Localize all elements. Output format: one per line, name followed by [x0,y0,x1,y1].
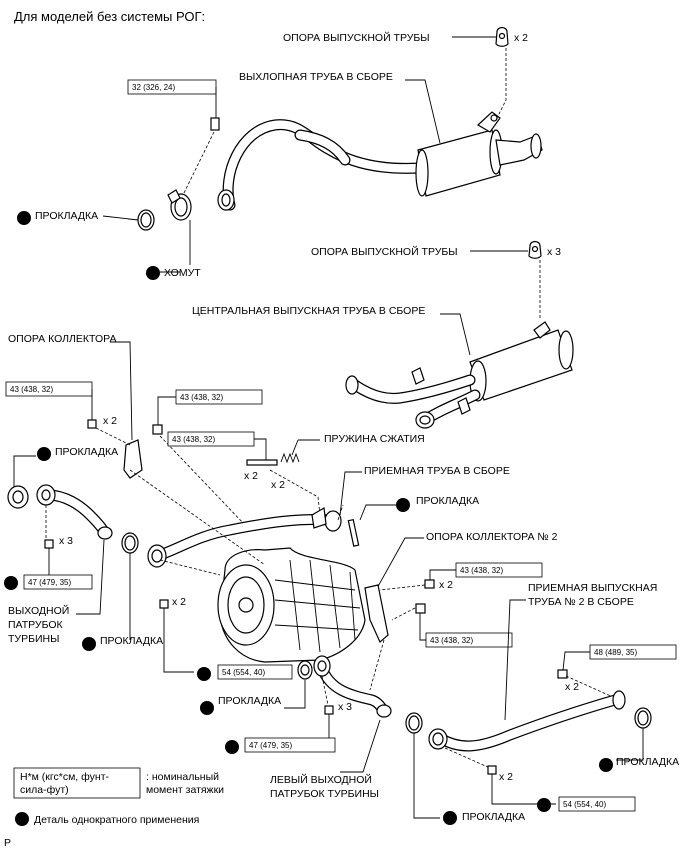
label-left-turbo-1: ЛЕВЫЙ ВЫХОДНОЙ [270,773,372,786]
single-use-dot-gasket-right-mid [396,498,410,512]
manifold-support-2-bracket [364,584,389,643]
qty-x2-b: x 2 [244,470,258,482]
qty-x2-d: x 2 [439,579,453,591]
label-gasket-bottom: ПРОКЛАДКА [462,811,525,823]
gasket-right-mid [347,518,360,547]
label-exhaust-support-top: ОПОРА ВЫПУСКНОЙ ТРУБЫ [283,31,430,44]
turbine-outlet-pipe [7,484,113,540]
legend-torque-desc-1: : номинальный [146,771,219,783]
label-front-pipe-2-line1: ПРИЕМНАЯ ВЫПУСКНАЯ [528,582,657,594]
left-turbine-outlet-pipe [297,655,392,718]
torque-value-2: 43 (438, 32) [10,385,53,394]
single-use-dot-torque-54-center [197,667,211,681]
label-turbo-outlet-1: ВЫХОДНОЙ [8,604,69,617]
manifold-support-2-bolt [424,579,435,589]
front-exhaust-pipe-2 [428,690,626,752]
label-gasket-lower-mid: ПРОКЛАДКА [218,695,281,707]
qty-x3-mid: x 3 [547,246,561,258]
label-manifold-support: ОПОРА КОЛЛЕКТОРА [8,333,116,345]
torque-value-7: 43 (438, 32) [430,636,473,645]
header-title: Для моделей без системы РОГ: [14,9,205,24]
single-use-dot-gasket-far-right [599,758,613,772]
label-compression-spring: ПРУЖИНА СЖАТИЯ [324,433,425,445]
label-clamp: ХОМУТ [164,267,201,279]
label-exhaust-support-mid: ОПОРА ВЫПУСКНОЙ ТРУБЫ [311,245,458,258]
torque-value-6: 43 (438, 32) [460,566,503,575]
label-turbo-outlet-3: ТУРБИНЫ [8,633,59,645]
manifold-support-bracket [123,439,143,479]
qty-x2-f: x 2 [172,596,186,608]
exhaust-pipe-support-top [495,26,509,47]
qty-x2-h: x 2 [499,771,513,783]
clamp-bolt [210,117,220,131]
torque-value-4: 43 (438, 32) [172,435,215,444]
gasket-bottom [405,712,423,734]
torque-value-8: 54 (554, 40) [222,668,265,677]
label-gasket-left: ПРОКЛАДКА [55,446,118,458]
exhaust-pipe-assembly [217,111,543,211]
label-gasket-upper-left: ПРОКЛАДКА [35,210,98,222]
single-use-dot-gasket-left [37,447,51,461]
manifold-support-bolt [87,419,97,429]
gasket-far-right [634,707,652,729]
front-pipe-2-bolt [557,669,568,679]
qty-x2-a: x 2 [103,415,117,427]
legend-single-use-text: Деталь однократного применения [34,814,199,826]
front-pipe-2-nut [487,765,497,775]
qty-x2-c: x 2 [271,479,285,491]
single-use-dot-torque-54-right [537,798,551,812]
qty-x3-c: x 3 [338,701,352,713]
center-exhaust-pipe-assembly [345,321,574,429]
center-bolt [159,599,169,609]
single-use-dot-gasket-lower-mid [200,701,214,715]
label-gasket-far-right: ПРОКЛАДКА [616,756,679,768]
single-use-dot-gasket-bottom [443,811,457,825]
legend-torque-unit-2: сила-фут) [20,784,69,796]
manifold-support-2-stud [415,603,426,614]
qty-x3-b: x 3 [59,535,73,547]
label-gasket-center: ПРОКЛАДКА [100,635,163,647]
label-left-turbo-2: ПАТРУБОК ТУРБИНЫ [270,788,379,800]
single-use-dot-gasket-upper-left [17,211,31,225]
legend-single-use-dot [15,812,29,826]
compression-spring [280,452,300,464]
label-gasket-right-mid: ПРОКЛАДКА [416,495,479,507]
legend: Н*м (кгс*см, фунт- сила-фут) : номинальн… [13,767,224,826]
torque-value-11: 54 (554, 40) [563,800,606,809]
label-front-pipe-2-line2: ТРУБА № 2 В СБОРЕ [528,596,634,608]
torque-value-9: 48 (489, 35) [594,648,637,657]
label-turbo-outlet-2: ПАТРУБОК [8,619,64,631]
turbo-outlet-nut [44,539,54,549]
support-bolt-top [152,424,163,435]
gasket-center [121,532,139,554]
label-manifold-support-2: ОПОРА КОЛЛЕКТОРА № 2 [426,531,558,543]
transmission-housing [217,547,366,663]
torque-value-10: 47 (479, 35) [249,741,292,750]
spring-bolt [246,459,278,466]
torque-value-5: 47 (479, 35) [28,578,71,587]
qty-x2-top: x 2 [514,32,528,44]
single-use-dot-turbo-outlet [4,576,18,590]
qty-x2-e: x 2 [565,681,579,693]
single-use-dot-clamp [146,266,160,280]
single-use-dot-gasket-center [82,637,96,651]
front-pipe-assembly [147,507,342,568]
legend-torque-unit-1: Н*м (кгс*см, фунт- [20,771,110,783]
label-front-pipe: ПРИЕМНАЯ ТРУБА В СБОРЕ [364,465,510,477]
exhaust-pipe-support-mid [528,240,542,259]
gasket-upper-left [137,209,155,231]
torque-value-3: 43 (438, 32) [180,393,223,402]
footer-mark: P [4,837,11,849]
label-exhaust-pipe-assembly: ВЫХЛОПНАЯ ТРУБА В СБОРЕ [239,71,393,83]
clamp [167,189,192,221]
label-center-pipe: ЦЕНТРАЛЬНАЯ ВЫПУСКНАЯ ТРУБА В СБОРЕ [192,305,425,317]
torque-value-1: 32 (326, 24) [132,83,175,92]
legend-torque-desc-2: момент затяжки [146,784,224,796]
left-turbo-outlet-nut [324,705,334,715]
single-use-dot-torque-47-lower [225,740,239,754]
